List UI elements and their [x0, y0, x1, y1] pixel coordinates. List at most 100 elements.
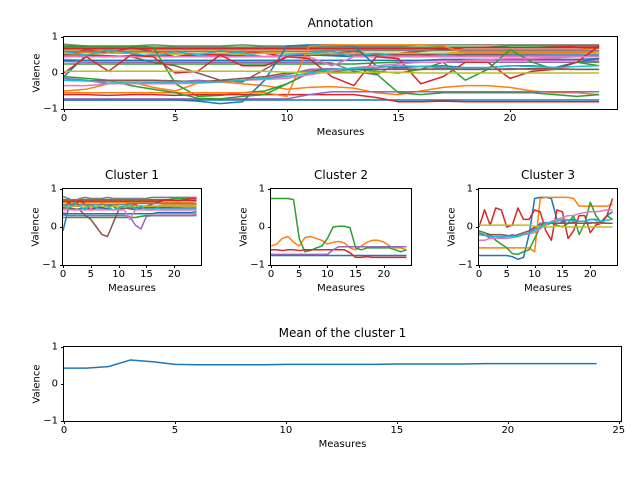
line-series [63, 205, 197, 238]
x-tick-label: 20 [501, 425, 515, 436]
y-tick-label: 0 [51, 67, 58, 79]
line-series [479, 218, 613, 238]
plot-title: Mean of the cluster 1 [278, 326, 407, 340]
y-tick-label: 1 [466, 183, 473, 195]
line-series [64, 56, 600, 87]
x-tick-label: 20 [503, 113, 517, 124]
x-tick-label: 5 [87, 269, 94, 280]
y-tick [61, 37, 64, 38]
y-tick-label: −1 [43, 103, 58, 115]
x-tick [64, 421, 65, 424]
y-tick [61, 384, 64, 385]
x-tick-label: 15 [140, 269, 153, 280]
y-axis-label: Valence [31, 53, 43, 93]
line-series [64, 47, 600, 50]
x-tick-label: 0 [267, 269, 275, 280]
x-tick [618, 421, 620, 424]
y-tick-label: 0 [50, 221, 57, 233]
x-tick-label: 20 [377, 269, 391, 280]
line-series [63, 195, 197, 202]
x-tick-label: 15 [390, 425, 404, 436]
line-series [63, 200, 197, 204]
line-series [64, 359, 597, 369]
x-tick-label: 10 [112, 269, 126, 280]
x-tick-label: 10 [528, 269, 542, 280]
mean-cluster1-plot: Mean of the cluster 1 Valence Measures 0… [32, 326, 626, 450]
line-series [63, 207, 197, 231]
x-tick-label: 0 [59, 269, 67, 280]
x-tick-label: 10 [279, 425, 293, 436]
x-tick [355, 265, 357, 268]
plot-title: Cluster 2 [313, 168, 369, 182]
x-tick [63, 265, 64, 268]
y-tick-label: 1 [50, 183, 57, 195]
y-tick-label: −1 [250, 259, 265, 271]
y-tick-label: 0 [51, 378, 58, 390]
y-tick-label: 1 [258, 183, 265, 195]
line-series [64, 93, 600, 103]
y-tick [268, 265, 271, 266]
y-tick-label: 0 [466, 221, 473, 233]
x-tick-label: 10 [321, 269, 334, 280]
x-tick [174, 421, 176, 424]
line-series [479, 224, 613, 228]
x-axis-label: Measures [108, 283, 156, 294]
x-tick [285, 421, 287, 424]
line-series [63, 211, 197, 215]
x-tick [286, 109, 288, 112]
plot-title: Annotation [307, 16, 374, 30]
y-tick [476, 265, 479, 266]
line-series [479, 209, 613, 242]
x-tick [383, 265, 385, 268]
line-series [479, 221, 613, 240]
line-series [64, 70, 600, 74]
y-tick [61, 73, 64, 74]
y-axis-label: Valence [446, 207, 458, 247]
x-tick [398, 109, 400, 112]
y-tick-label: 1 [51, 341, 58, 353]
y-tick [61, 109, 64, 110]
x-tick [174, 265, 176, 268]
line-series [63, 209, 197, 221]
x-tick [271, 265, 272, 268]
y-tick [60, 227, 63, 228]
line-series [63, 199, 197, 202]
line-series [271, 235, 407, 251]
x-tick [146, 265, 148, 268]
line-series [63, 197, 197, 201]
x-tick-label: 0 [60, 425, 68, 436]
y-tick-label: −1 [42, 259, 57, 271]
x-tick [479, 265, 480, 268]
y-tick-label: −1 [458, 259, 473, 271]
line-series [63, 202, 197, 205]
x-tick [509, 109, 511, 112]
plot-area [271, 197, 407, 259]
line-series [64, 65, 600, 83]
x-tick-label: 25 [612, 425, 626, 436]
plot-area [64, 43, 600, 105]
x-tick-label: 15 [349, 269, 363, 280]
y-tick-label: 0 [258, 221, 265, 233]
x-tick [562, 265, 564, 268]
y-axis-label: Valence [30, 207, 42, 247]
plot-area [479, 196, 614, 261]
x-axis-label: Measures [316, 127, 365, 138]
y-tick [268, 227, 271, 228]
x-tick-label: 15 [392, 113, 405, 124]
line-series [64, 90, 600, 100]
x-tick-label: 15 [556, 269, 569, 280]
x-tick-label: 20 [167, 269, 181, 280]
x-tick [90, 265, 92, 268]
x-tick [327, 265, 329, 268]
x-tick-label: 5 [296, 269, 303, 280]
x-tick [507, 421, 509, 424]
plot-area [64, 359, 597, 369]
x-tick [396, 421, 398, 424]
x-tick [64, 109, 65, 112]
line-series [63, 204, 197, 208]
y-tick [60, 265, 63, 266]
